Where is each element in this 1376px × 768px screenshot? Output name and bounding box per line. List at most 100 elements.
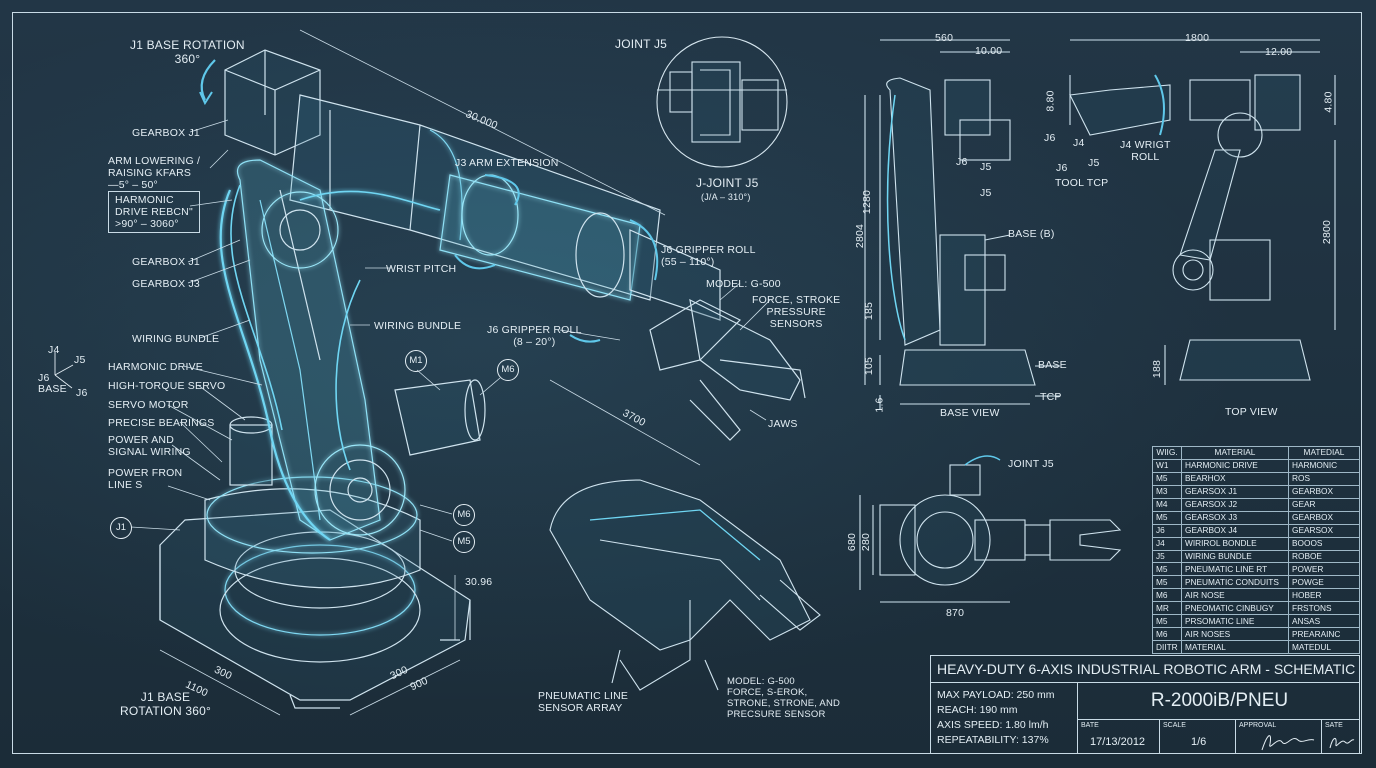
axis-base-label: BASE (38, 383, 67, 395)
side-dim-16: 1.6 (873, 397, 886, 413)
table-cell: ROS (1288, 471, 1360, 486)
table-cell: J5 (1152, 549, 1182, 564)
table-cell: PNEUMATIC LINE RT (1181, 562, 1289, 577)
spec-repeatability: REPEATABILITY: 137% (937, 734, 1049, 746)
table-cell: MATEDIAL (1288, 446, 1360, 460)
table-cell: M4 (1152, 497, 1182, 512)
table-cell: ANSAS (1288, 614, 1360, 629)
table-cell: ROBOE (1288, 549, 1360, 564)
top-j6-label: J6 (1044, 132, 1056, 144)
top-j4-label: J4 (1073, 137, 1085, 149)
table-cell: GEAR (1288, 497, 1360, 512)
front-dim-680: 680 (846, 532, 859, 552)
j-joint-j5-label: J-JOINT J5 (696, 176, 759, 190)
table-cell: M6 (1152, 588, 1182, 603)
front-dim-280: 280 (860, 532, 873, 552)
side-view-drawing (864, 39, 1060, 410)
gearbox-j3-label: GEARBOX J3 (132, 278, 200, 290)
callout-m5: M5 (453, 531, 475, 553)
harmonic-drive-label: HARMONIC DRIVE (108, 361, 203, 373)
callout-j1: J1 (110, 517, 132, 539)
table-cell: GEARSOX (1288, 523, 1360, 538)
sate-label: SATE (1325, 722, 1343, 729)
top-dim-2800: 2800 (1321, 219, 1334, 245)
table-cell: W1 (1152, 458, 1182, 473)
table-cell: BEARHOX (1181, 471, 1289, 486)
sate-cell: SATE (1321, 719, 1360, 754)
table-cell: GEARSOX J1 (1181, 484, 1289, 499)
drawing-title: HEAVY-DUTY 6-AXIS INDUSTRIAL ROBOTIC ARM… (937, 661, 1356, 677)
precise-bearings-label: PRECISE BEARINGS (108, 417, 215, 429)
side-base-b-label: BASE (B) (1008, 228, 1055, 240)
gearbox-j1-top-label: GEARBOX J1 (132, 127, 200, 139)
table-cell: PREARAINC (1288, 627, 1360, 642)
model-g500-detail-label: MODEL: G-500 FORCE, S-EROK, STRONE, STRO… (727, 676, 841, 720)
power-signal-label: POWER AND SIGNAL WIRING (108, 434, 191, 458)
model-number: R-2000iB/PNEU (1150, 690, 1289, 711)
table-cell: MATEDUL (1288, 640, 1360, 654)
j6-gripper-roll-left-label: J6 GRIPPER ROLL (8 – 20°) (487, 324, 582, 348)
model-g500-label: MODEL: G-500 (706, 278, 781, 290)
spec-reach: REACH: 190 mm (937, 704, 1018, 716)
scale-label: SCALE (1163, 722, 1186, 729)
scale-cell: SCALE 1/6 (1159, 719, 1236, 754)
joint-j5-detail-title: JOINT J5 (615, 37, 668, 51)
spec-payload: MAX PAYLOAD: 250 mm (937, 689, 1055, 701)
approval-cell: APPROVAL (1235, 719, 1322, 754)
table-cell: M6 (1152, 627, 1182, 642)
front-dim-870: 870 (946, 607, 965, 619)
wrist-pitch-label: WRIST PITCH (386, 263, 457, 275)
top-j6b-label: J6 (1056, 162, 1068, 174)
top-dim-480: 4.80 (1322, 91, 1335, 113)
force-stroke-label: FORCE, STROKE PRESSURE SENSORS (752, 294, 841, 330)
j1-base-rotation-bottom-label: J1 BASE ROTATION 360° (120, 690, 211, 718)
drawing-border (12, 12, 1362, 754)
side-dim-560: 560 (935, 32, 954, 44)
table-cell: DIITR (1152, 640, 1182, 654)
main-arm-isometric (159, 49, 806, 709)
top-view-label: TOP VIEW (1225, 406, 1278, 418)
table-cell: M3 (1152, 484, 1182, 499)
axes-triad (54, 352, 74, 389)
top-j4-wrist-roll-label: J4 WRIGT ROLL (1120, 139, 1171, 163)
table-cell: PRSOMATIC LINE (1181, 614, 1289, 629)
side-dim-105: 105 (863, 356, 876, 376)
side-dim-2804: 2804 (854, 223, 867, 249)
title-block-header: HEAVY-DUTY 6-AXIS INDUSTRIAL ROBOTIC ARM… (930, 655, 1360, 683)
model-box: R-2000iB/PNEU (1077, 682, 1360, 720)
table-cell: J6 (1152, 523, 1182, 538)
side-j5-label: J5 (980, 161, 992, 173)
table-cell: BOOOS (1288, 536, 1360, 551)
date-value: 17/13/2012 (1090, 736, 1146, 748)
table-cell: J4 (1152, 536, 1182, 551)
table-cell: MATERIAL (1181, 446, 1289, 460)
side-base-label: BASE (1038, 359, 1067, 371)
table-cell: POWGE (1288, 575, 1360, 590)
servo-motor-label: SERVO MOTOR (108, 399, 189, 411)
tool-tcp-label: TOOL TCP (1055, 177, 1109, 189)
gripper-detail-drawing (549, 479, 821, 691)
top-dim-1200: 12.00 (1265, 46, 1293, 58)
table-cell: GEARBOX J4 (1181, 523, 1289, 538)
table-cell: WIRIROL BONDLE (1181, 536, 1289, 551)
scale-value: 1/6 (1191, 736, 1207, 748)
wiring-bundle-mid-label: WIRING BUNDLE (374, 320, 462, 332)
table-cell: M5 (1152, 510, 1182, 525)
table-cell: GEARSOX J2 (1181, 497, 1289, 512)
base-view-label: BASE VIEW (940, 407, 1000, 419)
dim-3096: 30.96 (465, 576, 493, 588)
joint-j5-detail (656, 36, 788, 168)
table-cell: HARMONIC (1288, 458, 1360, 473)
table-cell: HOBER (1288, 588, 1360, 603)
table-cell: MATERIAL (1181, 640, 1289, 654)
top-dim-188: 188 (1151, 359, 1164, 379)
